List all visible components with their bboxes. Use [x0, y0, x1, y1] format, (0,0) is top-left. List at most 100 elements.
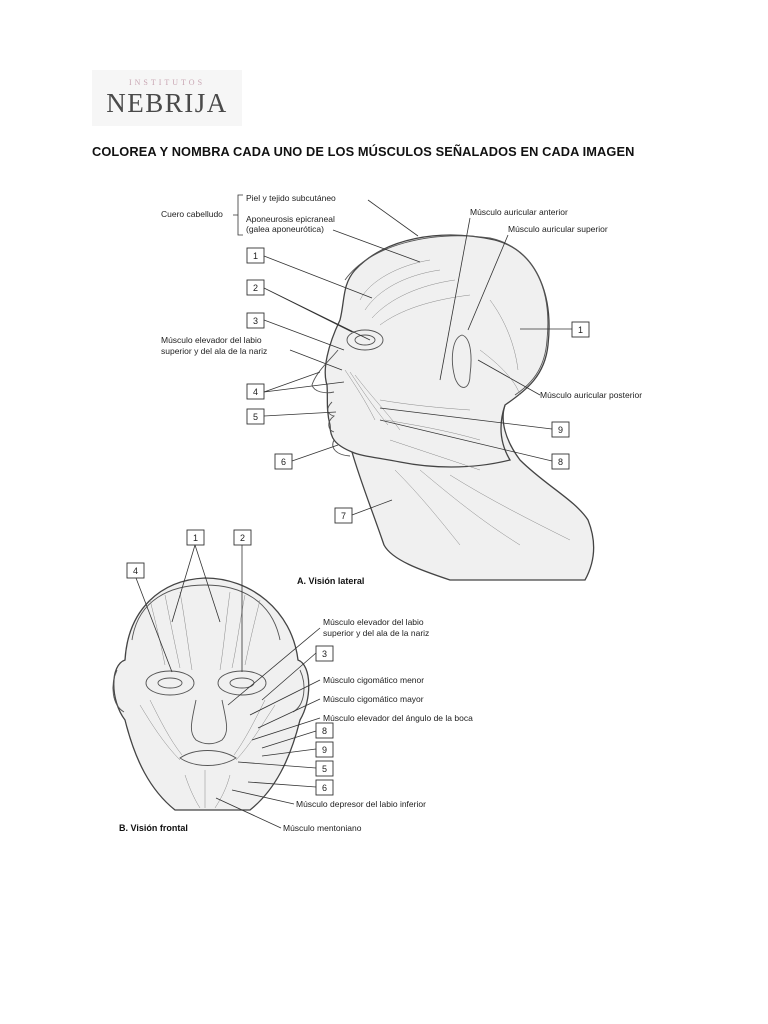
- front-label-elevador-1: Músculo elevador del labio: [323, 617, 424, 627]
- label-aponeurosis-1: Aponeurosis epicraneal: [246, 214, 335, 224]
- lateral-ear: [451, 334, 472, 388]
- leader-lat-1: [263, 255, 373, 299]
- box-front-2-number: 2: [240, 533, 245, 543]
- logo-subtitle: INSTITUTOS: [128, 78, 206, 87]
- box-front-3[interactable]: 3: [315, 645, 334, 662]
- frontal-eye-left: [145, 670, 195, 696]
- nebrija-logo: INSTITUTOS NEBRIJA: [92, 70, 242, 126]
- front-label-cigomatico-menor: Músculo cigomático menor: [323, 675, 424, 685]
- box-front-6-number: 6: [322, 783, 327, 793]
- label-auricular-anterior: Músculo auricular anterior: [470, 207, 568, 217]
- frontal-mouth: [179, 750, 237, 766]
- box-front-1-number: 1: [193, 533, 198, 543]
- label-piel: Piel y tejido subcutáneo: [246, 193, 336, 203]
- leader-lat-7: [351, 499, 393, 516]
- box-lat-2-number: 2: [253, 283, 258, 293]
- box-front-3-number: 3: [322, 649, 327, 659]
- lateral-muscle-fibres: [344, 259, 571, 546]
- leader-front-5: [237, 761, 317, 769]
- box-front-8-number: 8: [322, 726, 327, 736]
- page-title: COLOREA Y NOMBRA CADA UNO DE LOS MÚSCULO…: [92, 144, 635, 159]
- front-label-cigomatico-mayor: Músculo cigomático mayor: [323, 694, 424, 704]
- label-elevador-2: superior y del ala de la nariz: [161, 346, 267, 356]
- leader-front-depresor: [231, 789, 295, 805]
- leader-lat-4: [263, 371, 345, 393]
- lateral-lips: [327, 401, 336, 433]
- box-front-9-number: 9: [322, 745, 327, 755]
- box-lat-3[interactable]: 3: [246, 312, 265, 329]
- leader-front-3: [261, 652, 317, 701]
- leader-lat-3: [263, 319, 345, 351]
- box-front-1[interactable]: 1: [186, 529, 205, 546]
- leader-aponeurosis: [332, 229, 421, 263]
- box-front-4[interactable]: 4: [126, 562, 145, 579]
- lateral-eye-inner: [354, 334, 376, 346]
- logo-wordmark: NEBRIJA: [106, 88, 228, 118]
- box-lat-1-right[interactable]: 1: [571, 321, 590, 338]
- box-front-8[interactable]: 8: [315, 722, 334, 739]
- lateral-nose: [311, 349, 339, 394]
- box-front-4-number: 4: [133, 566, 138, 576]
- box-lat-4-number: 4: [253, 387, 258, 397]
- leader-lat-6: [291, 444, 339, 462]
- box-lat-9-number: 9: [558, 425, 563, 435]
- front-label-mentoniano: Músculo mentoniano: [283, 823, 362, 833]
- leader-elevador: [289, 349, 343, 371]
- frontal-ear-right: [292, 669, 305, 713]
- box-front-9[interactable]: 9: [315, 741, 334, 758]
- leader-piel: [367, 199, 419, 237]
- box-lat-2[interactable]: 2: [246, 279, 265, 296]
- leader-auricular-anterior: [439, 217, 471, 381]
- lateral-view: Cuero cabelludo Piel y tejido subcutáneo…: [161, 193, 642, 586]
- leader-front-elev-angulo: [251, 717, 321, 741]
- box-lat-1[interactable]: 1: [246, 247, 265, 264]
- box-front-6[interactable]: 6: [315, 779, 334, 796]
- leader-front-mentoniano: [215, 797, 282, 829]
- box-front-5-number: 5: [322, 764, 327, 774]
- leader-front-1: [171, 544, 221, 623]
- box-lat-8[interactable]: 8: [551, 453, 570, 470]
- frontal-view: 1 2 4 Músculo elevador del labio superio…: [112, 529, 473, 833]
- box-lat-6-number: 6: [281, 457, 286, 467]
- box-lat-5-number: 5: [253, 412, 258, 422]
- box-lat-6[interactable]: 6: [274, 453, 293, 470]
- leader-front-8: [261, 730, 317, 749]
- lateral-head: [324, 234, 550, 468]
- frontal-nose: [190, 699, 228, 745]
- bracket-scalp: [233, 194, 243, 236]
- front-label-elevador-2: superior y del ala de la nariz: [323, 628, 429, 638]
- box-lat-5[interactable]: 5: [246, 408, 265, 425]
- leader-lat-2: [263, 287, 371, 341]
- leader-auricular-posterior: [477, 359, 541, 396]
- box-lat-9[interactable]: 9: [551, 421, 570, 438]
- leader-lat-8: [379, 419, 553, 462]
- frontal-ear-left: [112, 669, 125, 713]
- frontal-scalp-line: [131, 584, 281, 641]
- lateral-chin: [332, 439, 351, 457]
- frontal-head: [113, 577, 310, 811]
- box-lat-4[interactable]: 4: [246, 383, 265, 400]
- label-auricular-superior: Músculo auricular superior: [508, 224, 608, 234]
- leader-lat-9: [379, 407, 553, 430]
- box-front-5[interactable]: 5: [315, 760, 334, 777]
- lateral-eye: [346, 329, 384, 351]
- scalp-outline: [344, 235, 549, 396]
- caption-lateral: A. Visión lateral: [297, 576, 364, 586]
- box-lat-7[interactable]: 7: [334, 507, 353, 524]
- box-lat-3-number: 3: [253, 316, 258, 326]
- box-front-2[interactable]: 2: [233, 529, 252, 546]
- leader-front-elevador: [227, 627, 321, 706]
- leader-front-cig-mayor: [257, 698, 321, 729]
- box-lat-1-right-number: 1: [578, 325, 583, 335]
- box-lat-8-number: 8: [558, 457, 563, 467]
- front-label-elevador-angulo: Músculo elevador del ángulo de la boca: [323, 713, 473, 723]
- leader-auricular-superior: [467, 234, 509, 331]
- leader-front-6: [247, 781, 317, 788]
- label-elevador-1: Músculo elevador del labio: [161, 335, 262, 345]
- label-auricular-posterior: Músculo auricular posterior: [540, 390, 642, 400]
- frontal-muscle-fibres: [139, 591, 276, 809]
- label-aponeurosis-2: (galea aponeurótica): [246, 224, 324, 234]
- frontal-eye-left-inner: [157, 677, 183, 689]
- leader-front-9: [261, 748, 317, 757]
